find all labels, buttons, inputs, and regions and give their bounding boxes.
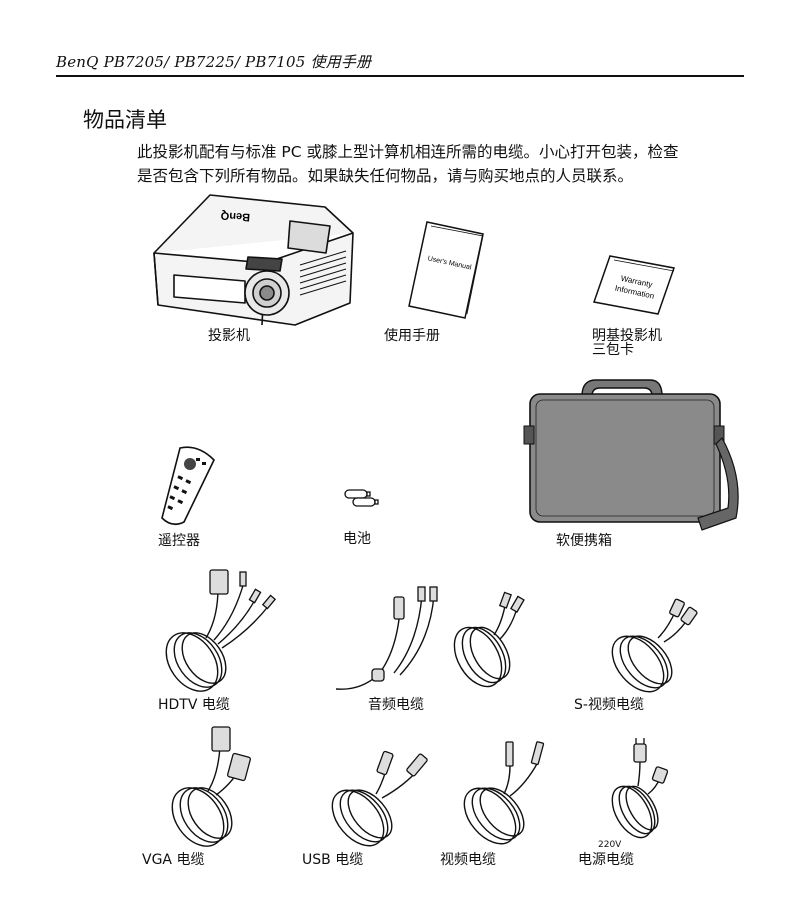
- intro-paragraph: 此投影机配有与标准 PC 或膝上型计算机相连所需的电缆。小心打开包装，检查 是否…: [137, 140, 743, 188]
- svideo-cable-label: S-视频电缆: [574, 697, 644, 713]
- svideo-cable-icon: [611, 598, 698, 693]
- vga-cable-item: [162, 725, 262, 850]
- carry-case-icon: [523, 379, 739, 531]
- section-title: 物品清单: [83, 108, 167, 132]
- manual-label: 使用手册: [384, 328, 440, 344]
- warranty-label-line2: 三包卡: [592, 342, 634, 358]
- intro-line-2: 是否包含下列所有物品。如果缺失任何物品，请与购买地点的人员联系。: [137, 167, 634, 185]
- video-cable-label: 视频电缆: [440, 852, 496, 868]
- projector-item: BenQ: [150, 193, 355, 328]
- svideo-cable-item: [598, 598, 698, 696]
- video-cable-item: [454, 740, 550, 850]
- power-voltage-text: 220V: [598, 840, 622, 850]
- carry-case-item: [522, 378, 744, 533]
- batteries-label: 电池: [343, 531, 371, 547]
- remote-item: [158, 446, 218, 526]
- audio-cable-item: [330, 583, 545, 693]
- warranty-label-line1: 明基投影机: [592, 328, 662, 344]
- audio-cable-label: 音频电缆: [368, 697, 424, 713]
- header-divider: [56, 75, 744, 77]
- audio-cable-icon: [335, 586, 525, 690]
- hdtv-cable-icon: [165, 569, 277, 692]
- batteries-item: [343, 488, 379, 508]
- manual-icon: User's Manual: [408, 221, 484, 319]
- usb-cable-item: [320, 750, 432, 850]
- manual-item: User's Manual: [405, 220, 485, 320]
- hdtv-cable-label: HDTV 电缆: [158, 697, 230, 713]
- remote-label: 遥控器: [158, 533, 200, 549]
- projector-icon: BenQ: [153, 194, 354, 326]
- batteries-icon: [344, 489, 379, 507]
- carry-case-label: 软便携箱: [556, 533, 612, 549]
- warranty-item: Warranty Information: [592, 254, 677, 316]
- vga-cable-label: VGA 电缆: [142, 852, 205, 868]
- warranty-card-icon: Warranty Information: [593, 255, 675, 315]
- projector-label: 投影机: [208, 328, 250, 344]
- power-cable-label: 电源电缆: [578, 852, 634, 868]
- video-cable-icon: [463, 741, 545, 845]
- hdtv-cable-item: [158, 568, 283, 696]
- power-cable-icon: [611, 738, 669, 839]
- usb-cable-label: USB 电缆: [302, 852, 364, 868]
- intro-line-1: 此投影机配有与标准 PC 或膝上型计算机相连所需的电缆。小心打开包装，检查: [137, 143, 679, 161]
- projector-brand-text: BenQ: [220, 209, 251, 223]
- vga-cable-icon: [171, 726, 251, 847]
- usb-cable-icon: [331, 750, 428, 847]
- power-cable-item: [600, 738, 674, 844]
- remote-control-icon: [161, 446, 215, 526]
- document-header-title: BenQ PB7205/ PB7225/ PB7105 使用手册: [56, 53, 372, 71]
